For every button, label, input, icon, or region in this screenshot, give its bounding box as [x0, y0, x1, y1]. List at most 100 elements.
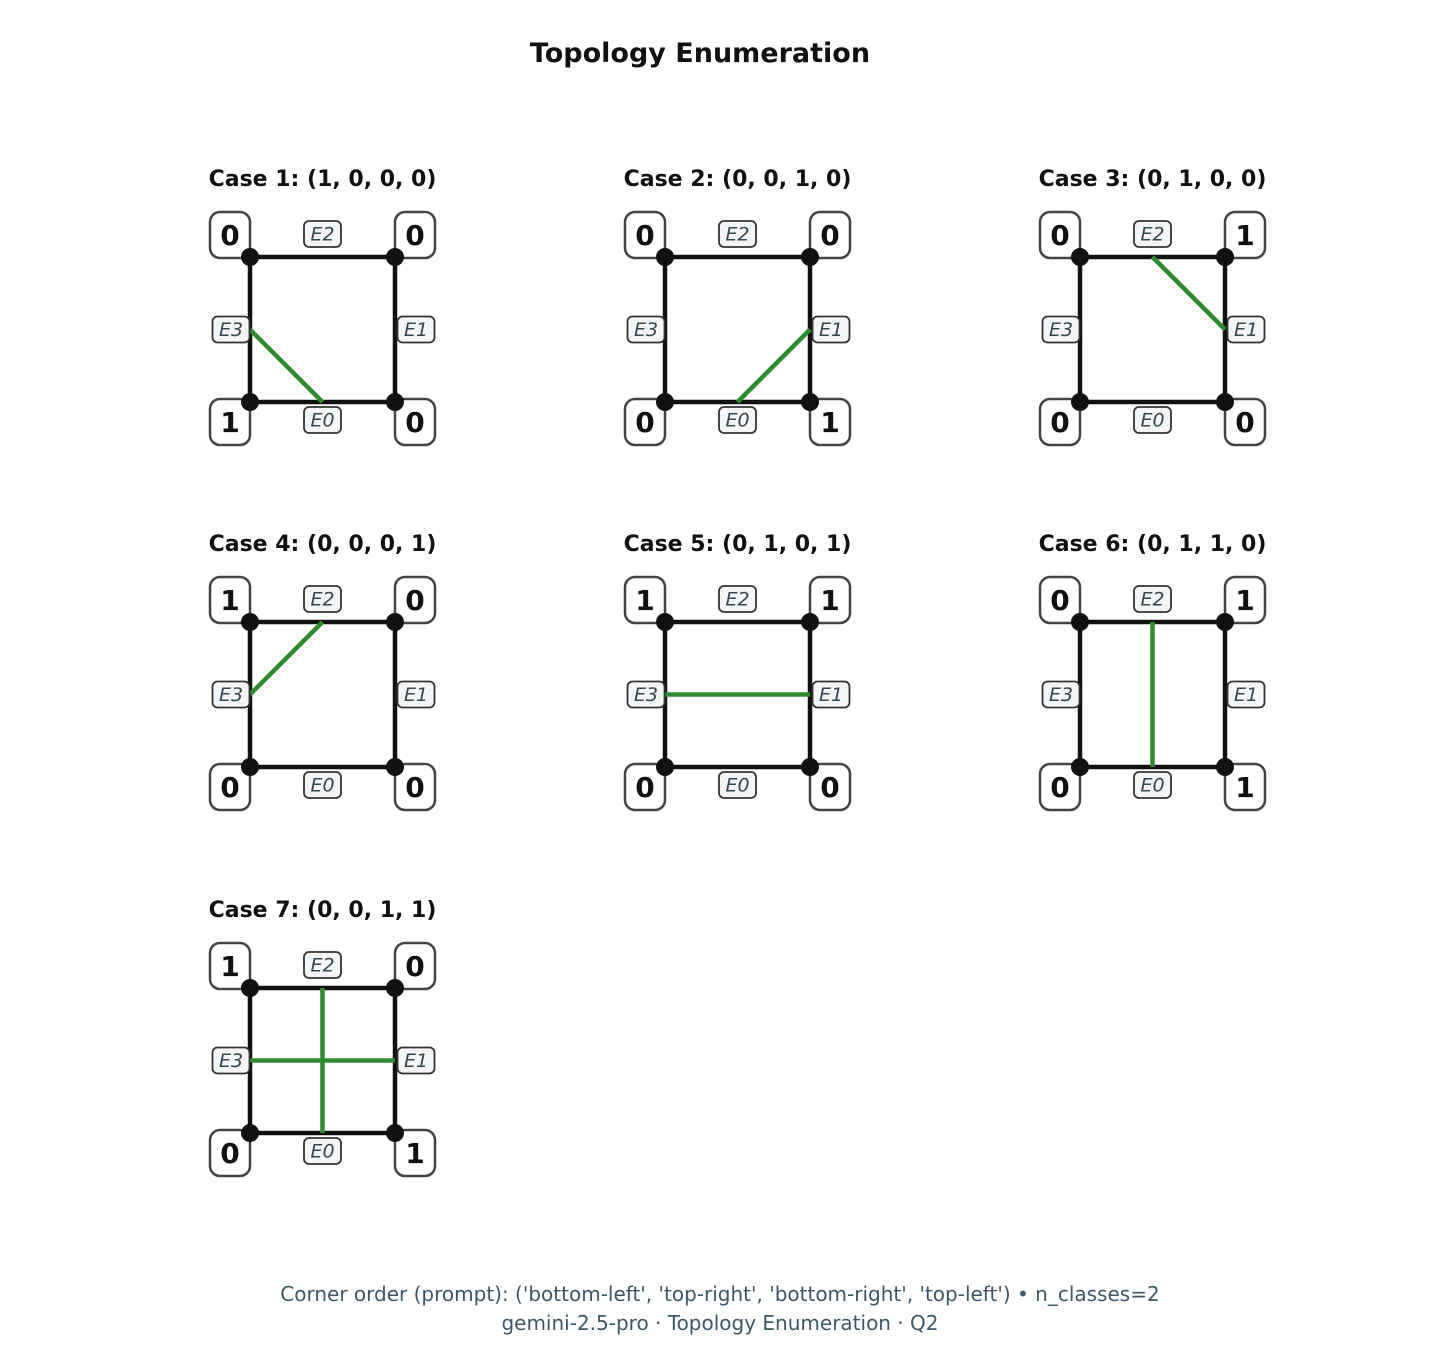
corner-value-top-right: 0	[405, 219, 424, 252]
edge-label-bottom: E0	[310, 410, 334, 432]
corner-value-bottom-right: 0	[1235, 406, 1254, 439]
corner-dot-top-left	[241, 248, 259, 266]
edge-label-box-bottom	[303, 406, 342, 434]
edge-label-bottom: E0	[310, 775, 334, 797]
corner-value-bottom-right: 1	[820, 406, 839, 439]
corner-dot-top-left	[241, 979, 259, 997]
edge-label-box-bottom	[1133, 771, 1172, 799]
corner-value-top-left: 0	[1050, 219, 1069, 252]
corner-dot-bottom-left	[656, 758, 674, 776]
edge-label-box-left	[211, 315, 251, 344]
case-title: Case 2: (0, 0, 1, 0)	[624, 167, 852, 192]
corner-box-bottom-right	[393, 1128, 437, 1178]
corner-box-bottom-left	[1038, 397, 1082, 447]
edge-label-top: E2	[1140, 589, 1164, 611]
corner-value-top-left: 1	[635, 584, 654, 617]
corner-box-bottom-left	[1038, 762, 1082, 812]
edge-label-top: E2	[310, 955, 334, 977]
corner-dot-bottom-right	[1216, 393, 1234, 411]
corner-box-bottom-right	[808, 762, 852, 812]
corner-box-bottom-right	[393, 762, 437, 812]
edge-label-box-bottom	[1133, 406, 1172, 434]
edge-label-box-top	[303, 951, 342, 979]
case-diagram: Case 1: (1, 0, 0, 0) 0 0 1 0 E2 E1 E0 E3	[209, 167, 437, 447]
corner-dot-bottom-right	[386, 758, 404, 776]
corner-value-top-right: 0	[405, 584, 424, 617]
footer-corner-order: Corner order (prompt): ('bottom-left', '…	[280, 1282, 1160, 1306]
case-diagram: Case 3: (0, 1, 0, 0) 0 1 0 0 E2 E1 E0 E3	[1038, 167, 1267, 447]
edge-label-box-top	[1133, 220, 1172, 248]
edge-label-box-bottom	[303, 771, 342, 799]
edge-label-box-bottom	[303, 1137, 342, 1165]
case-diagram: Case 6: (0, 1, 1, 0) 0 1 0 1 E2 E1 E0 E3	[1038, 532, 1267, 812]
edge-label-bottom: E0	[1140, 775, 1164, 797]
corner-dot-bottom-left	[656, 393, 674, 411]
edge-label-top: E2	[310, 224, 334, 246]
corner-value-top-left: 1	[220, 584, 239, 617]
corner-box-top-left	[208, 575, 252, 625]
edge-label-bottom: E0	[725, 410, 749, 432]
corner-value-bottom-left: 0	[1050, 406, 1069, 439]
edge-label-box-top	[718, 220, 757, 248]
corner-box-top-left	[208, 941, 252, 991]
corner-dot-top-left	[656, 248, 674, 266]
edge-label-box-bottom	[718, 406, 757, 434]
corner-value-bottom-right: 1	[1235, 771, 1254, 804]
edge-label-top: E2	[725, 224, 749, 246]
edge-label-box-left	[1041, 680, 1081, 709]
corner-box-top-right	[393, 575, 437, 625]
corner-value-bottom-right: 1	[405, 1137, 424, 1170]
edge-label-box-bottom	[718, 771, 757, 799]
corner-box-top-left	[1038, 575, 1082, 625]
cell-square	[1077, 254, 1228, 405]
corner-value-bottom-left: 1	[220, 406, 239, 439]
edge-label-box-left	[211, 680, 251, 709]
edge-label-right: E1	[1234, 319, 1258, 341]
corner-dot-top-right	[1216, 248, 1234, 266]
edge-label-box-top	[1133, 585, 1172, 613]
corner-value-top-right: 1	[1235, 219, 1254, 252]
edge-label-box-right	[396, 680, 436, 709]
corner-dot-bottom-left	[241, 1124, 259, 1142]
corner-value-bottom-left: 0	[220, 1137, 239, 1170]
case-diagram: Case 5: (0, 1, 0, 1) 1 1 0 0 E2 E1 E0 E3	[624, 532, 852, 812]
case-title: Case 4: (0, 0, 0, 1)	[209, 532, 437, 557]
corner-box-top-left	[623, 210, 667, 260]
contour-segment	[735, 327, 812, 404]
case-diagram: Case 2: (0, 0, 1, 0) 0 0 0 1 E2 E1 E0 E3	[623, 167, 852, 447]
corner-value-top-right: 1	[820, 584, 839, 617]
corner-box-bottom-right	[1223, 397, 1267, 447]
corner-value-top-left: 0	[635, 219, 654, 252]
edge-label-left: E3	[219, 1050, 243, 1072]
edge-label-right: E1	[819, 684, 843, 706]
corner-value-bottom-left: 0	[1050, 771, 1069, 804]
case-title: Case 1: (1, 0, 0, 0)	[209, 167, 437, 192]
corner-dot-top-left	[656, 613, 674, 631]
case-title: Case 3: (0, 1, 0, 0)	[1039, 167, 1267, 192]
corner-box-bottom-left	[208, 762, 252, 812]
corner-dot-bottom-right	[386, 393, 404, 411]
corner-dot-bottom-left	[241, 758, 259, 776]
corner-box-bottom-right	[1223, 762, 1267, 812]
edge-label-left: E3	[219, 684, 243, 706]
corner-value-bottom-left: 0	[635, 771, 654, 804]
corner-dot-bottom-right	[801, 393, 819, 411]
edge-label-box-right	[1226, 315, 1266, 344]
edge-label-right: E1	[404, 684, 428, 706]
corner-box-top-right	[393, 941, 437, 991]
corner-dot-top-right	[386, 248, 404, 266]
corner-box-top-right	[393, 210, 437, 260]
corner-dot-top-left	[1071, 248, 1089, 266]
edge-label-left: E3	[634, 319, 658, 341]
case-title: Case 6: (0, 1, 1, 0)	[1039, 532, 1267, 557]
edge-label-right: E1	[1234, 684, 1258, 706]
corner-value-bottom-left: 0	[635, 406, 654, 439]
corner-value-top-left: 1	[220, 950, 239, 983]
corner-dot-top-right	[1216, 613, 1234, 631]
corner-box-top-right	[808, 575, 852, 625]
corner-value-bottom-right: 0	[405, 406, 424, 439]
corner-dot-top-right	[386, 613, 404, 631]
edge-label-bottom: E0	[1140, 410, 1164, 432]
